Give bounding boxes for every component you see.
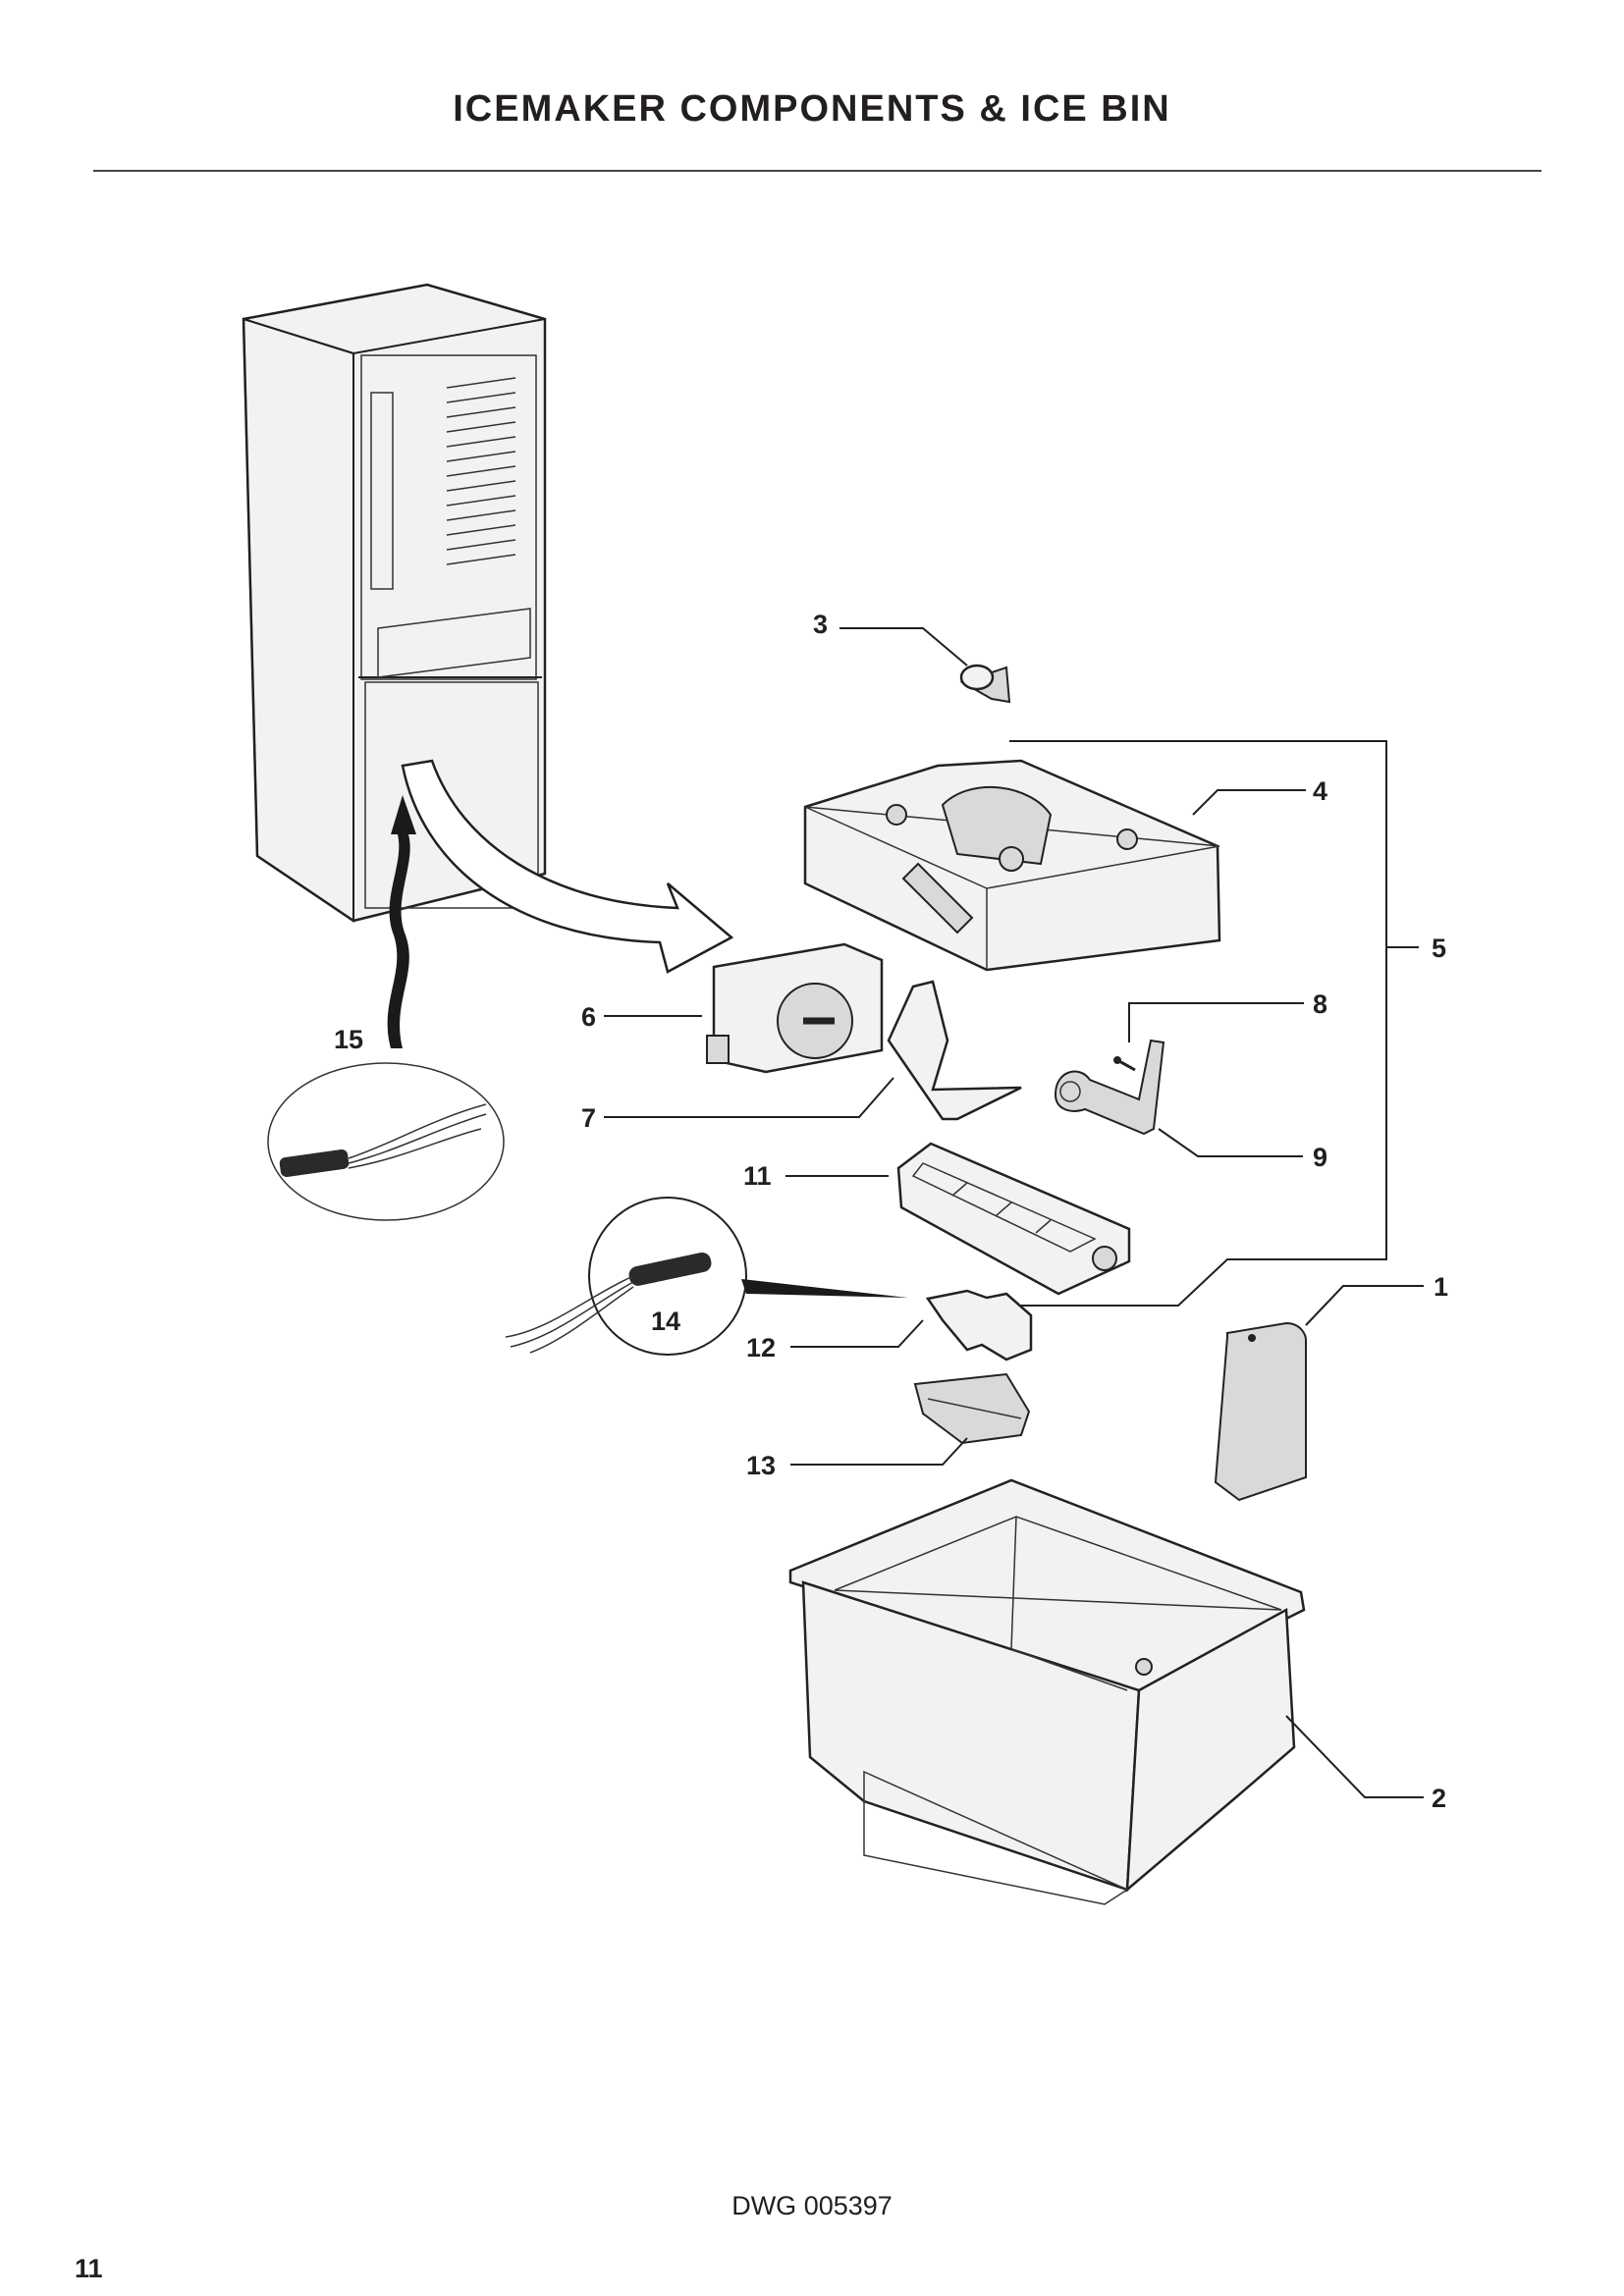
leader-lines — [604, 627, 1424, 1798]
page-number: 11 — [75, 2254, 103, 2283]
sensor-location-arrow — [387, 795, 416, 1048]
part-3-cap — [959, 664, 1011, 704]
callout-13: 13 — [746, 1451, 776, 1480]
part-6-control — [706, 942, 884, 1074]
callout-1: 1 — [1434, 1272, 1448, 1302]
callout-11: 11 — [743, 1161, 772, 1191]
callout-3: 3 — [813, 610, 828, 639]
page-title: ICEMAKER COMPONENTS & ICE BIN — [453, 88, 1171, 130]
callout-4: 4 — [1313, 776, 1327, 806]
detail-circle-14 — [588, 1197, 747, 1356]
part-13-mount — [913, 1372, 1031, 1445]
callout-9: 9 — [1313, 1143, 1327, 1172]
part-12-bracket — [925, 1289, 1033, 1362]
detail-arrow — [401, 759, 734, 974]
sensor-15 — [279, 1103, 487, 1177]
callout-6: 6 — [581, 1002, 596, 1032]
sensor-14 — [505, 1252, 908, 1354]
callout-8: 8 — [1313, 989, 1327, 1019]
drawing-number: DWG 005397 — [731, 2191, 893, 2220]
callout-2: 2 — [1432, 1784, 1446, 1813]
part-1-cover — [1214, 1321, 1307, 1502]
part-2-ice-bin — [788, 1478, 1306, 1905]
detail-circle-15 — [267, 1062, 505, 1221]
part-4-housing — [803, 759, 1221, 972]
part-7-arm — [887, 980, 1022, 1121]
callout-15: 15 — [334, 1025, 363, 1054]
callout-7: 7 — [581, 1103, 596, 1133]
bracket-5 — [1009, 740, 1387, 1307]
part-8-screw — [1113, 1056, 1136, 1072]
callout-14: 14 — [651, 1307, 680, 1336]
callout-5: 5 — [1432, 934, 1446, 963]
callout-12: 12 — [746, 1333, 776, 1362]
title-rule — [93, 170, 1542, 172]
part-11-tray — [896, 1142, 1131, 1296]
part-9-lever — [1054, 1039, 1165, 1136]
refrigerator-cabinet — [242, 283, 547, 923]
